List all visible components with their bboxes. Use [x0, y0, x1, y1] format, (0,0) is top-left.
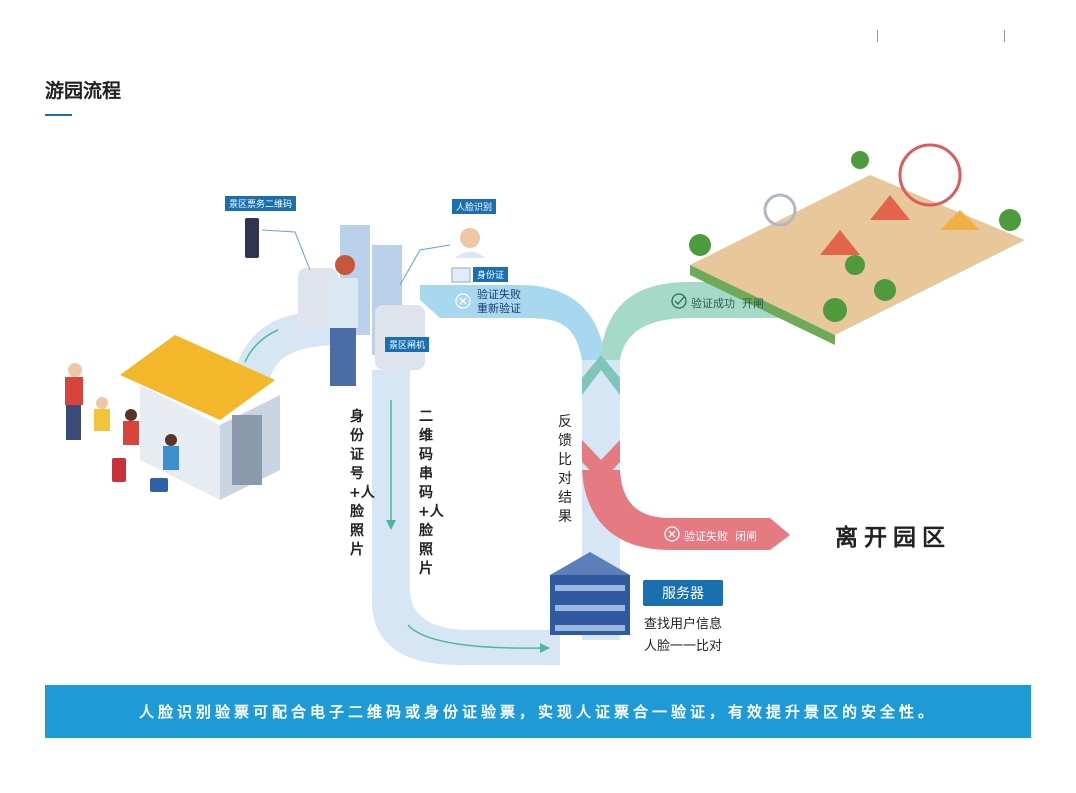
gate-tag: 景区闸机 — [385, 337, 430, 352]
fail-text: 验证失败 — [684, 530, 728, 543]
arrow-bottom — [407, 624, 546, 649]
fail-action: 闭闸 — [735, 530, 757, 543]
check-icon — [671, 293, 687, 309]
qr-photo-column: 二维码串码+人脸照片 — [418, 409, 444, 577]
retry-label: 验证失败 重新验证 — [477, 288, 521, 316]
flow-band-success — [600, 282, 790, 360]
face-recognition-tag: 人脸识别 — [452, 199, 497, 214]
retry-line-1: 验证失败 — [477, 288, 521, 301]
fail-icon — [664, 526, 680, 542]
success-label: 验证成功 开闸 — [691, 295, 764, 311]
success-text: 验证成功 — [691, 297, 735, 310]
divider — [1004, 30, 1005, 42]
server-desc-1: 查找用户信息 — [644, 617, 723, 632]
divider — [877, 30, 878, 42]
id-card-tag: 身份证 — [473, 267, 509, 282]
server-illustration — [550, 552, 630, 635]
feedback-column: 反馈比对结果 — [558, 414, 572, 525]
chevron-down — [582, 440, 620, 482]
chevron-up — [582, 355, 620, 395]
page-title: 游园流程 — [45, 80, 122, 102]
fail-icon — [455, 293, 471, 309]
amusement-park-illustration — [689, 143, 1025, 345]
retry-line-2: 重新验证 — [477, 302, 521, 315]
server-desc-2: 人脸一一比对 — [644, 639, 723, 654]
id-photo-column: 身份证号+人脸照片 — [349, 409, 375, 558]
summary-banner: 人脸识别验票可配合电子二维码或身份证验票，实现人证票合一验证，有效提升景区的安全… — [45, 685, 1031, 738]
arrow-entry — [244, 329, 279, 363]
flow-band-fail — [582, 470, 790, 550]
flow-band-down — [372, 370, 560, 665]
fail-label: 验证失败 闭闸 — [684, 528, 757, 544]
server-label: 服务器 — [643, 580, 723, 606]
qr-ticket-tag: 景区票务二维码 — [225, 196, 297, 211]
success-action: 开闸 — [742, 297, 764, 310]
ticket-booth-illustration — [65, 335, 280, 500]
title-underline — [45, 114, 72, 116]
leave-park-label: 离开园区 — [835, 525, 951, 551]
